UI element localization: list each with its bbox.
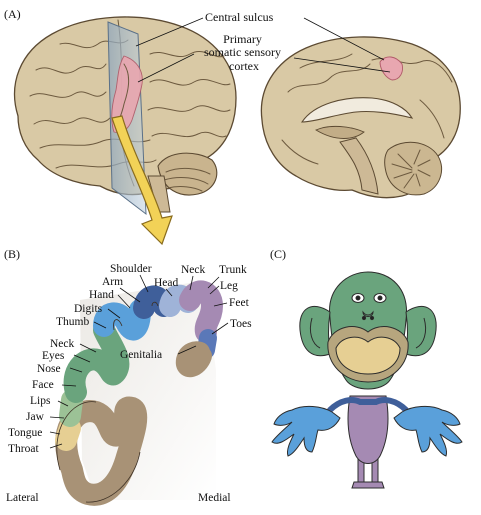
lateral-label: Lateral <box>6 492 39 504</box>
label-tongue: Tongue <box>8 427 42 439</box>
primary-cortex-line-2: somatic sensory <box>204 45 281 59</box>
panel-c-label: (C) <box>270 247 286 261</box>
label-feet: Feet <box>229 297 250 309</box>
cortical-map <box>55 280 223 506</box>
label-face: Face <box>32 379 54 391</box>
label-lips: Lips <box>30 395 51 407</box>
label-eyes: Eyes <box>42 350 65 362</box>
label-neck-lower: Neck <box>50 338 75 350</box>
cortical-map-outline <box>56 301 159 503</box>
medial-label: Medial <box>198 492 231 504</box>
label-toes: Toes <box>230 318 252 330</box>
label-throat: Throat <box>8 443 39 455</box>
label-trunk: Trunk <box>219 264 247 276</box>
primary-cortex-line-3: cortex <box>229 59 259 73</box>
section-arrow <box>111 115 173 246</box>
panel-b-label: (B) <box>4 247 20 261</box>
label-neck-upper: Neck <box>181 264 206 276</box>
label-genitalia: Genitalia <box>120 349 162 361</box>
panel-b-leaders <box>49 274 229 449</box>
label-head: Head <box>154 277 179 289</box>
panel-a-label: (A) <box>4 7 21 21</box>
central-sulcus-label: Central sulcus <box>205 10 274 24</box>
label-thumb: Thumb <box>56 316 89 328</box>
primary-cortex-label: Primary somatic sensory cortex <box>204 32 284 73</box>
medial-brain <box>260 36 461 199</box>
label-arm: Arm <box>102 276 123 288</box>
primary-cortex-line-1: Primary <box>223 32 262 46</box>
label-leg: Leg <box>220 280 238 292</box>
sensory-homunculus-icon <box>271 271 463 489</box>
label-nose: Nose <box>37 363 61 375</box>
label-shoulder: Shoulder <box>110 263 152 275</box>
medial-cortex-highlight <box>379 56 403 81</box>
label-digits: Digits <box>74 303 103 315</box>
label-jaw: Jaw <box>26 411 45 423</box>
label-hand: Hand <box>89 289 114 301</box>
